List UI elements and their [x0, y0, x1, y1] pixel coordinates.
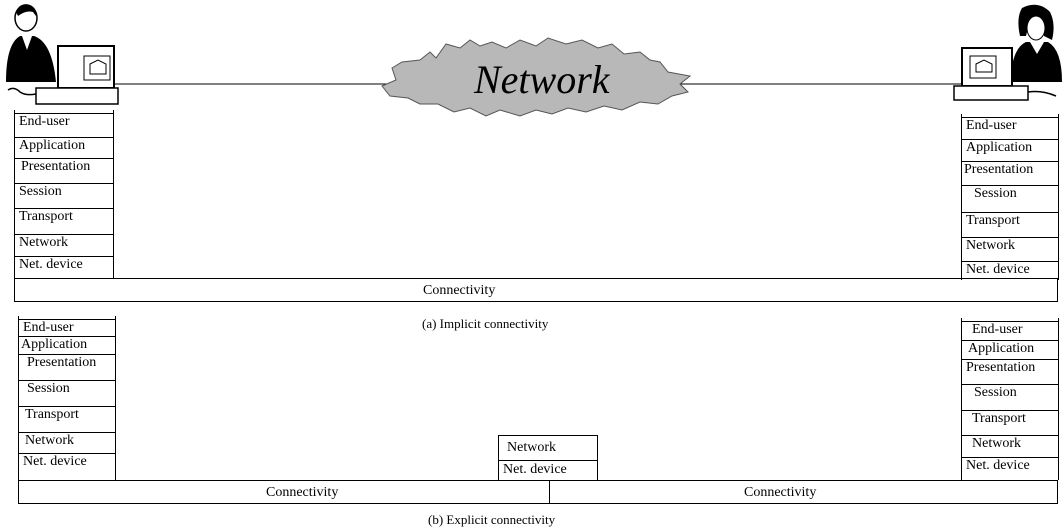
layer-end-user: End-user [19, 319, 115, 336]
layer-session: Session [19, 380, 115, 397]
router-stack: Network Net. device [498, 435, 598, 481]
layer-end-user: End-user [962, 321, 1058, 338]
layer-session: Session [962, 384, 1058, 401]
layer-transport: Transport [15, 208, 113, 225]
network-cloud-icon [381, 37, 692, 117]
layer-transport: Transport [19, 406, 115, 423]
caption-a: (a) Implicit connectivity [422, 316, 549, 331]
layer-network: Network [962, 435, 1058, 452]
right-user-icon [953, 4, 1062, 101]
stack-b-right: End-user Application Presentation Sessio… [961, 318, 1059, 480]
stack-a-right: End-user Application Presentation Sessio… [961, 114, 1059, 280]
stack-a-left: End-user Application Presentation Sessio… [14, 110, 114, 278]
layer-end-user: End-user [15, 113, 113, 130]
layer-application: Application [962, 340, 1058, 357]
layer-presentation: Presentation [962, 161, 1058, 178]
layer-session: Session [962, 185, 1058, 202]
layer-network: Network [15, 234, 113, 251]
connectivity-bar-b-right [549, 480, 1058, 504]
layer-network: Network [19, 432, 115, 449]
layer-session: Session [15, 183, 113, 200]
left-user-icon [6, 4, 119, 105]
layer-net-device: Net. device [19, 453, 115, 470]
layer-presentation: Presentation [19, 354, 115, 371]
layer-application: Application [15, 137, 113, 154]
connectivity-label-b-right: Connectivity [744, 485, 817, 500]
router-layer-net-device: Net. device [503, 462, 567, 477]
router-layer-network: Network [507, 440, 556, 455]
layer-application: Application [19, 336, 115, 353]
network-cloud-label: Network [474, 57, 610, 102]
caption-b: (b) Explicit connectivity [428, 512, 556, 527]
layer-net-device: Net. device [962, 261, 1058, 278]
layer-application: Application [962, 139, 1058, 156]
layer-net-device: Net. device [962, 457, 1058, 474]
connectivity-label-a: Connectivity [423, 283, 496, 298]
layer-network: Network [962, 237, 1058, 254]
connectivity-bar-a [14, 278, 1058, 302]
layer-transport: Transport [962, 410, 1058, 427]
layer-presentation: Presentation [15, 158, 113, 175]
connectivity-label-b-left: Connectivity [266, 485, 339, 500]
layer-net-device: Net. device [15, 256, 113, 273]
layer-presentation: Presentation [962, 359, 1058, 376]
layer-end-user: End-user [962, 117, 1058, 134]
stack-b-left: End-user Application Presentation Sessio… [18, 316, 116, 480]
layer-transport: Transport [962, 212, 1058, 229]
